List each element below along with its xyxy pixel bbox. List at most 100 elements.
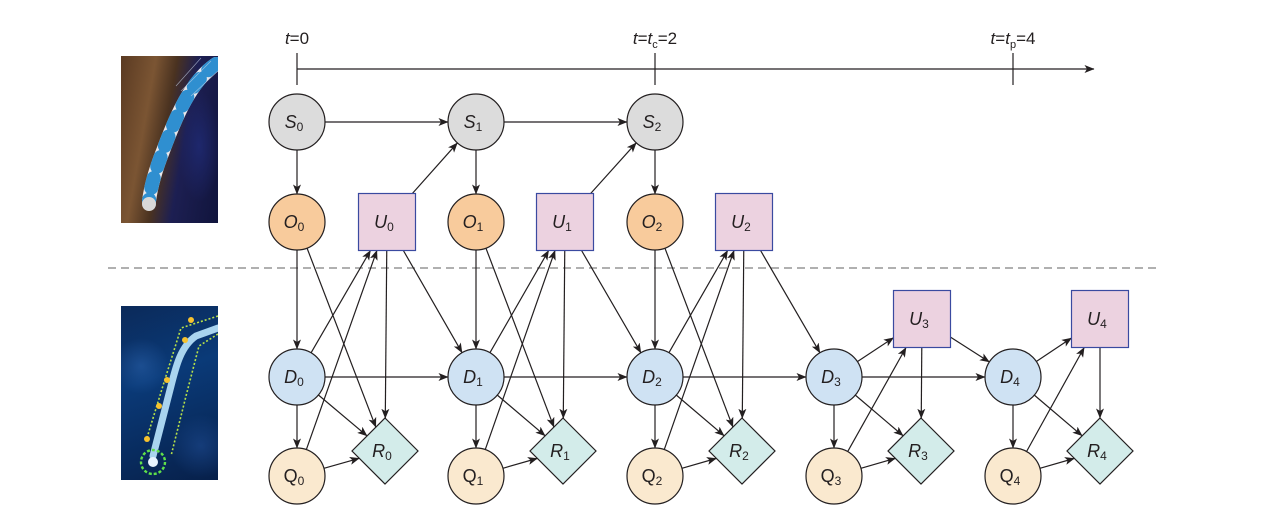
node-shape	[268, 193, 326, 251]
node-shape	[887, 417, 955, 485]
node-shape	[268, 93, 326, 151]
node-shape	[1070, 289, 1130, 349]
node-label: Q3	[821, 466, 842, 488]
edge-O2-R2	[664, 247, 734, 428]
node-label: O1	[463, 212, 484, 234]
node-shape	[626, 193, 684, 251]
node-label: R1	[550, 441, 570, 463]
node-label: U3	[909, 309, 929, 331]
edge-U0-S1	[411, 142, 458, 194]
node-label: U0	[374, 212, 394, 234]
node-shape	[805, 447, 863, 505]
node-O0: O0	[268, 193, 326, 251]
node-S2: S2	[626, 93, 684, 151]
node-shape	[1066, 417, 1134, 485]
node-label: Q4	[1000, 466, 1021, 488]
node-label: R0	[372, 441, 392, 463]
node-U3: U3	[892, 289, 952, 349]
node-U1: U1	[535, 192, 595, 252]
node-R4: R4	[1066, 417, 1134, 485]
edge-Q4-R4	[1039, 457, 1075, 469]
node-label: S2	[643, 112, 662, 134]
node-label: D1	[463, 367, 483, 389]
edge-Q4-U4	[1026, 347, 1085, 452]
wellbore-trajectory-photo	[121, 306, 218, 480]
node-label: O0	[284, 212, 305, 234]
wellbore-illustration	[139, 315, 218, 476]
node-label: R3	[908, 441, 928, 463]
edge-D1-R1	[496, 394, 546, 437]
edge-U1-D2	[581, 250, 642, 354]
node-shape	[447, 348, 505, 406]
node-label: D3	[821, 367, 841, 389]
node-shape	[535, 192, 595, 252]
edge-Q2-R2	[681, 457, 717, 469]
node-label: D4	[1000, 367, 1020, 389]
node-D4: D4	[984, 348, 1042, 406]
timeline-tick-label: t=tp=4	[991, 29, 1036, 51]
edge-U0-R0	[381, 250, 390, 419]
edge-D4-R4	[1033, 394, 1083, 437]
node-label: U2	[731, 212, 751, 234]
edge-U2-R2	[738, 250, 747, 419]
node-S0: S0	[268, 93, 326, 151]
node-shape	[447, 193, 505, 251]
node-U0: U0	[357, 192, 417, 252]
node-label: R2	[729, 441, 749, 463]
node-R1: R1	[529, 417, 597, 485]
edge-Q1-R1	[502, 457, 538, 469]
edge-D1-U1	[489, 250, 550, 354]
node-D1: D1	[447, 348, 505, 406]
node-R2: R2	[708, 417, 776, 485]
node-label: U1	[552, 212, 572, 234]
node-D2: D2	[626, 348, 684, 406]
node-shape	[447, 93, 505, 151]
node-label: Q0	[284, 466, 305, 488]
edge-U1-R1	[559, 250, 568, 419]
node-label: U4	[1087, 309, 1107, 331]
edge-Q3-U3	[847, 347, 907, 452]
node-S1: S1	[447, 93, 505, 151]
node-R3: R3	[887, 417, 955, 485]
node-shape	[529, 417, 597, 485]
edge-Q1-U1	[484, 250, 556, 450]
node-Q2: Q2	[626, 447, 684, 505]
node-label: D2	[642, 367, 662, 389]
node-D0: D0	[268, 348, 326, 406]
node-O2: O2	[626, 193, 684, 251]
edge-Q0-U0	[305, 250, 378, 450]
node-shape	[984, 447, 1042, 505]
node-Q4: Q4	[984, 447, 1042, 505]
node-shape	[268, 348, 326, 406]
node-shape	[714, 192, 774, 252]
edge-U2-D3	[760, 250, 821, 354]
node-shape	[708, 417, 776, 485]
node-label: D0	[284, 367, 304, 389]
node-label: O2	[642, 212, 663, 234]
edge-D0-R0	[318, 394, 368, 437]
node-shape	[268, 447, 326, 505]
node-shape	[626, 447, 684, 505]
edge-U1-S2	[590, 142, 637, 194]
edges	[293, 118, 1104, 469]
node-O1: O1	[447, 193, 505, 251]
timeline-tick-label: t=tc=2	[633, 29, 677, 51]
edge-O1-R1	[485, 247, 555, 428]
node-Q1: Q1	[447, 447, 505, 505]
edge-D3-U3	[857, 337, 894, 363]
drill-string-illustration	[142, 57, 218, 211]
node-R0: R0	[351, 417, 419, 485]
node-shape	[626, 348, 684, 406]
node-shape	[357, 192, 417, 252]
node-label: Q2	[642, 466, 663, 488]
drilling-bit-photo	[121, 56, 218, 223]
edge-U3-R3	[917, 347, 926, 419]
edge-D4-U4	[1035, 337, 1072, 362]
node-U2: U2	[714, 192, 774, 252]
node-shape	[805, 348, 863, 406]
node-label: S0	[285, 112, 304, 134]
node-U4: U4	[1070, 289, 1130, 349]
node-label: R4	[1087, 441, 1107, 463]
